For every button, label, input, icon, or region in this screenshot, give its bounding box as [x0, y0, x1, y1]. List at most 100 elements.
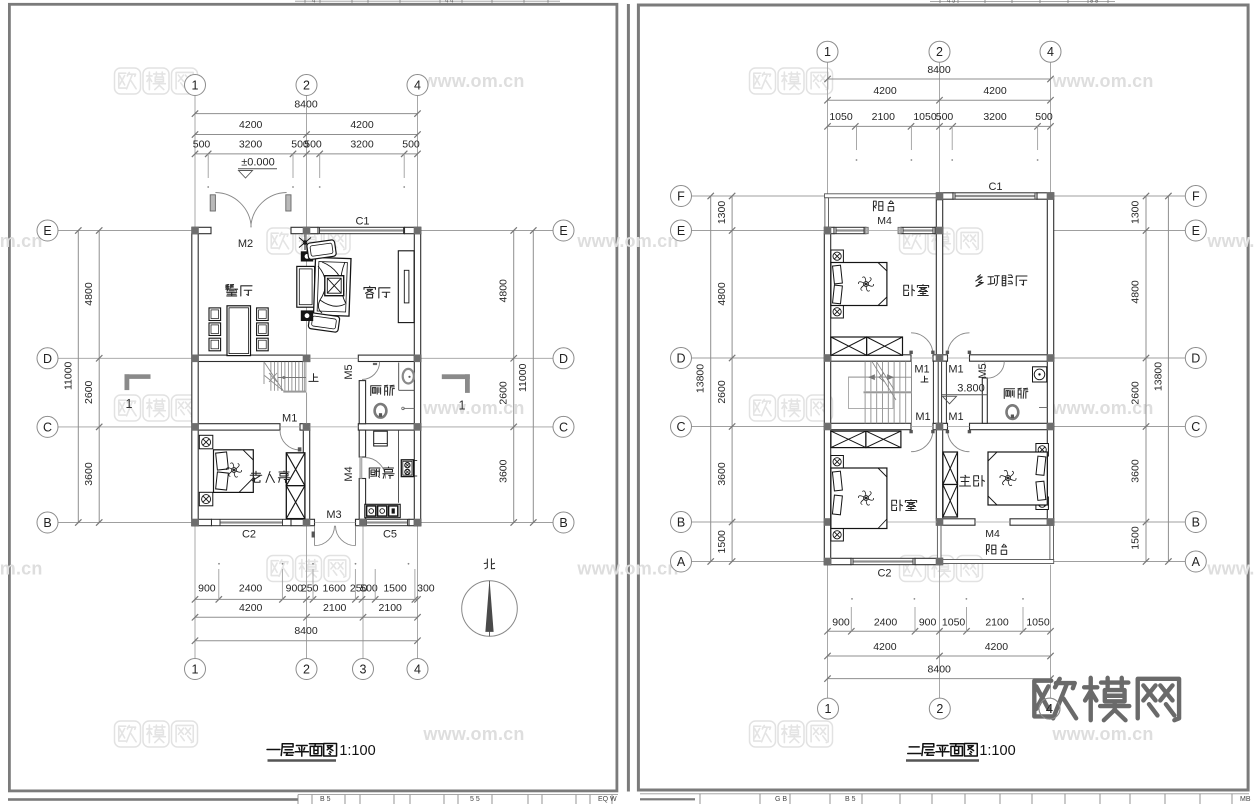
svg-text:4200: 4200 [985, 641, 1009, 653]
svg-text:3600: 3600 [716, 462, 728, 486]
svg-text:www.om.cn: www.om.cn [1206, 231, 1255, 251]
svg-text:C5: C5 [383, 529, 397, 541]
svg-text:B: B [559, 516, 567, 530]
svg-text:4: 4 [414, 79, 421, 93]
svg-text:M4: M4 [985, 528, 1000, 540]
svg-text:4: 4 [312, 0, 316, 5]
svg-text:M5: M5 [343, 364, 355, 379]
svg-text:E: E [1192, 224, 1200, 238]
svg-text:500: 500 [304, 139, 322, 151]
svg-text:1050: 1050 [913, 111, 937, 123]
svg-text:M4: M4 [877, 215, 892, 227]
svg-text:M5: M5 [977, 363, 989, 378]
svg-text:4: 4 [1046, 702, 1053, 716]
svg-text:4 4: 4 4 [445, 0, 454, 5]
svg-text:D: D [43, 352, 52, 366]
svg-text:4: 4 [414, 663, 421, 677]
svg-text:B: B [1192, 516, 1200, 530]
svg-text:8400: 8400 [294, 99, 318, 111]
svg-text:2: 2 [936, 45, 943, 59]
svg-text:MB: MB [1240, 796, 1251, 803]
svg-text:www.om.cn: www.om.cn [1206, 559, 1255, 579]
svg-text:1600: 1600 [323, 583, 347, 595]
svg-text:13800: 13800 [1152, 362, 1164, 391]
svg-text:900: 900 [919, 616, 937, 628]
svg-text:4800: 4800 [497, 279, 509, 303]
svg-text:1: 1 [192, 79, 199, 93]
svg-text:E: E [677, 224, 685, 238]
svg-text:C2: C2 [242, 529, 256, 541]
svg-text:2: 2 [936, 702, 943, 716]
svg-text:2100: 2100 [323, 602, 347, 614]
svg-text:1500: 1500 [1130, 526, 1142, 550]
svg-text:www.om.cn: www.om.cn [1051, 71, 1153, 91]
svg-text:www.om.cn: www.om.cn [576, 231, 678, 251]
svg-text:1300: 1300 [716, 201, 728, 225]
svg-text:4800: 4800 [83, 282, 95, 306]
svg-text:www.om.cn: www.om.cn [422, 71, 524, 91]
svg-text:900: 900 [286, 583, 304, 595]
svg-text:2400: 2400 [239, 583, 263, 595]
svg-text:1050: 1050 [1026, 616, 1050, 628]
svg-text:B: B [43, 516, 51, 530]
svg-text:2: 2 [303, 79, 310, 93]
svg-text:1: 1 [824, 45, 831, 59]
svg-text:3600: 3600 [1130, 459, 1142, 483]
svg-text:13800: 13800 [695, 364, 707, 393]
svg-text:C1: C1 [988, 181, 1002, 193]
svg-text:11000: 11000 [517, 363, 529, 392]
svg-text:D: D [559, 352, 568, 366]
svg-text:8400: 8400 [294, 625, 318, 637]
svg-text:www.om.cn: www.om.cn [1051, 724, 1153, 744]
svg-text:±0.000: ±0.000 [241, 157, 275, 169]
svg-text:4200: 4200 [983, 85, 1007, 97]
svg-text:3600: 3600 [83, 462, 95, 486]
svg-text:M1: M1 [282, 413, 297, 425]
svg-text:250: 250 [301, 583, 319, 595]
svg-text:11000: 11000 [62, 361, 74, 390]
svg-text:2: 2 [303, 663, 310, 677]
svg-text:300: 300 [417, 583, 435, 595]
svg-text:1500: 1500 [383, 583, 407, 595]
svg-text:4200: 4200 [350, 119, 374, 131]
svg-text:500: 500 [1035, 111, 1053, 123]
svg-text:1300: 1300 [1130, 200, 1142, 224]
svg-text:1: 1 [192, 663, 199, 677]
svg-text:3600: 3600 [497, 459, 509, 483]
svg-text:2100: 2100 [872, 111, 896, 123]
svg-text:2100: 2100 [379, 602, 403, 614]
svg-text:C2: C2 [877, 568, 891, 580]
svg-text:B: B [677, 516, 685, 530]
svg-text:2400: 2400 [874, 616, 898, 628]
svg-text:www.om.cn: www.om.cn [1051, 398, 1153, 418]
svg-text:4800: 4800 [716, 282, 728, 306]
svg-text:2600: 2600 [1130, 381, 1142, 405]
svg-text:M1: M1 [915, 411, 930, 423]
svg-text:500: 500 [936, 111, 954, 123]
svg-text:C: C [676, 420, 685, 434]
svg-text:3200: 3200 [983, 111, 1007, 123]
svg-text:250: 250 [350, 583, 368, 595]
svg-text:M4: M4 [343, 466, 355, 481]
svg-text:1: 1 [126, 397, 133, 411]
svg-text:4200: 4200 [239, 602, 263, 614]
svg-text:5 5: 5 5 [470, 796, 480, 803]
svg-text:M1: M1 [948, 364, 963, 376]
svg-text:M3: M3 [326, 509, 341, 521]
svg-text:C1: C1 [355, 216, 369, 228]
svg-text:E: E [559, 224, 567, 238]
svg-text:E: E [43, 224, 51, 238]
svg-text:1: 1 [459, 399, 466, 413]
svg-text:900: 900 [198, 583, 216, 595]
svg-text:www.om.cn: www.om.cn [0, 231, 43, 251]
svg-text:2600: 2600 [716, 380, 728, 404]
svg-text:1: 1 [825, 702, 832, 716]
svg-text:www.om.cn: www.om.cn [422, 724, 524, 744]
svg-text:500: 500 [402, 139, 420, 151]
svg-text:www.om.cn: www.om.cn [422, 398, 524, 418]
svg-text:EQ W: EQ W [598, 796, 617, 803]
svg-text:C: C [1191, 420, 1200, 434]
svg-text:D: D [1191, 352, 1200, 366]
svg-text:500: 500 [291, 139, 309, 151]
svg-text:M1: M1 [914, 364, 929, 376]
